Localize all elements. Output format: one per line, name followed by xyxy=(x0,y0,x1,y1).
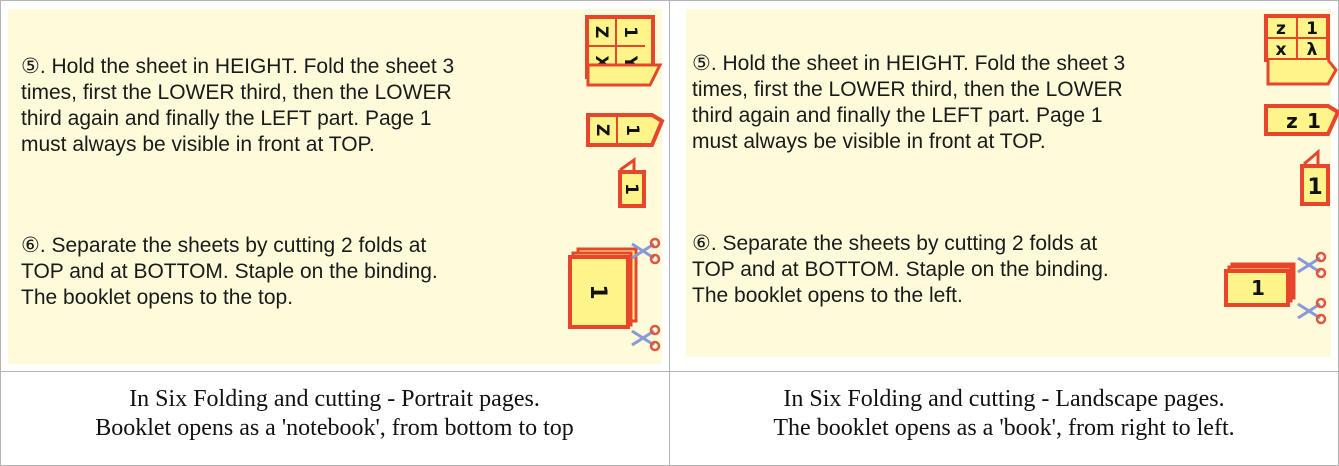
left-step6-line: ⑥. Separate the sheets by cutting 2 fold… xyxy=(21,234,427,257)
strip-glyph: z xyxy=(1286,109,1298,133)
page-number: 1 xyxy=(1307,175,1322,200)
right-caption-line2: The booklet opens as a 'book', from righ… xyxy=(773,415,1235,441)
left-step6-line: TOP and at BOTTOM. Staple on the binding… xyxy=(21,260,438,283)
left-step5-line: must always be visible in front at TOP. xyxy=(21,133,375,156)
right-step5-line: third again and finally the LEFT part. P… xyxy=(692,104,1103,127)
table-left-border xyxy=(0,0,1,466)
sheet-glyph: 1 xyxy=(620,26,640,38)
right-single-page-icon: 1 xyxy=(1300,148,1330,206)
sheet-glyph: z xyxy=(1276,19,1286,39)
sheet-glyph: Z xyxy=(591,26,611,38)
booklet-number: 1 xyxy=(1251,276,1265,300)
left-step5-text: ⑤. Hold the sheet in HEIGHT. Fold the sh… xyxy=(21,54,454,158)
table-center-divider xyxy=(669,0,670,466)
sheet-glyph: 1 xyxy=(1306,19,1318,39)
right-step5-line: times, first the LOWER third, then the L… xyxy=(692,78,1123,101)
left-caption: In Six Folding and cutting - Portrait pa… xyxy=(0,385,669,443)
right-top-scissors-icon xyxy=(1297,251,1327,279)
left-step5-line: ⑤. Hold the sheet in HEIGHT. Fold the sh… xyxy=(21,55,455,78)
left-step5-line: third again and finally the LEFT part. P… xyxy=(21,107,432,130)
left-folded-strip-icon: Z 1 xyxy=(586,113,665,147)
right-step6-line: The booklet opens to the left. xyxy=(692,284,963,307)
strip-glyph: 1 xyxy=(622,124,642,136)
landscape-instructions-panel xyxy=(686,9,1331,357)
left-booklet-icon: 1 xyxy=(568,247,638,329)
left-step5-line: times, first the LOWER third, then the L… xyxy=(21,81,452,104)
sheet-glyph: x xyxy=(1276,40,1287,60)
portrait-instructions-panel xyxy=(8,9,662,364)
left-step6-text: ⑥. Separate the sheets by cutting 2 fold… xyxy=(21,233,438,311)
right-folded-sheet-icon: z 1 x λ xyxy=(1264,14,1338,86)
right-step6-line: TOP and at BOTTOM. Staple on the binding… xyxy=(692,258,1109,281)
sheet-glyph: λ xyxy=(1307,40,1318,60)
right-step6-line: ⑥. Separate the sheets by cutting 2 fold… xyxy=(692,232,1098,255)
right-step5-line: must always be visible in front at TOP. xyxy=(692,130,1046,153)
right-folded-strip-icon: z 1 xyxy=(1264,104,1339,136)
right-step6-text: ⑥. Separate the sheets by cutting 2 fold… xyxy=(692,231,1109,309)
left-single-page-icon: 1 xyxy=(618,157,646,208)
right-step5-text: ⑤. Hold the sheet in HEIGHT. Fold the sh… xyxy=(692,51,1125,155)
right-bottom-scissors-icon xyxy=(1297,297,1327,325)
right-caption: In Six Folding and cutting - Landscape p… xyxy=(670,385,1338,443)
left-caption-line1: In Six Folding and cutting - Portrait pa… xyxy=(129,386,540,412)
left-fold-flap-icon xyxy=(586,63,663,87)
right-step5-line: ⑤. Hold the sheet in HEIGHT. Fold the sh… xyxy=(692,52,1126,75)
left-top-scissors-icon xyxy=(631,237,661,265)
booklet-number: 1 xyxy=(585,284,610,299)
right-caption-line1: In Six Folding and cutting - Landscape p… xyxy=(783,386,1225,412)
page-number: 1 xyxy=(621,183,641,195)
strip-glyph: Z xyxy=(592,124,612,136)
strip-glyph: 1 xyxy=(1307,109,1321,133)
left-bottom-scissors-icon xyxy=(631,324,661,352)
left-step6-line: The booklet opens to the top. xyxy=(21,286,294,309)
right-booklet-icon: 1 xyxy=(1224,262,1296,307)
left-caption-line2: Booklet opens as a 'notebook', from bott… xyxy=(95,415,574,441)
